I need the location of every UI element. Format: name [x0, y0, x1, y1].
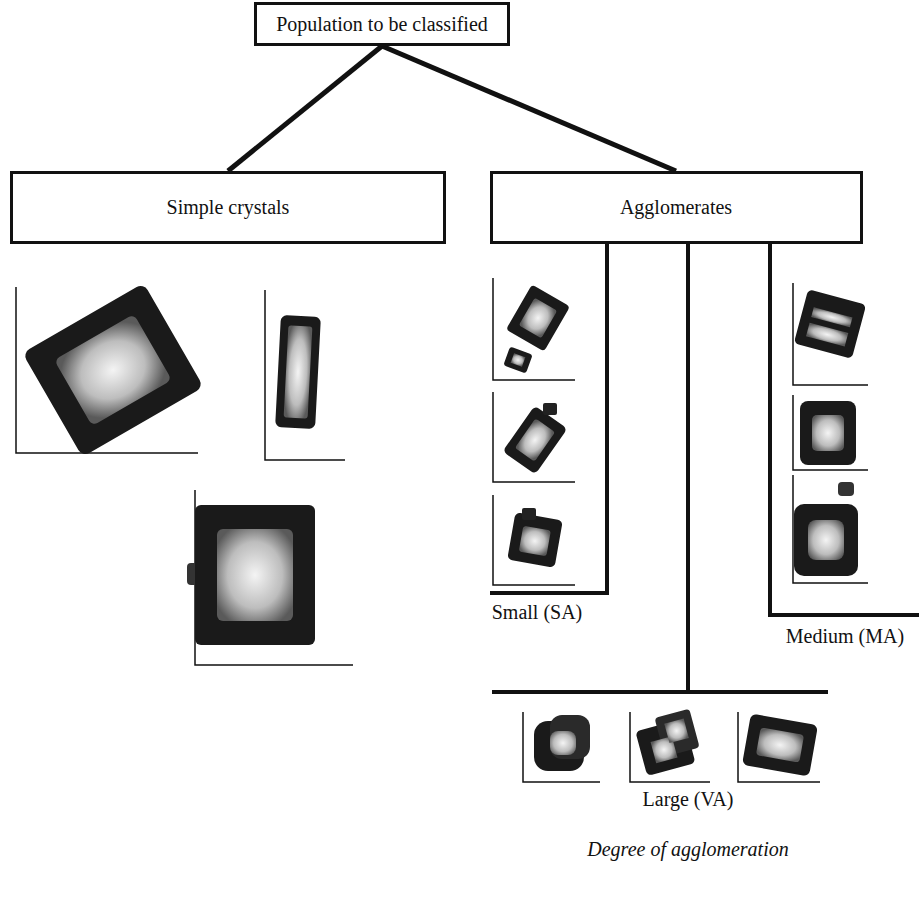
box-label: Agglomerates: [610, 196, 742, 219]
box-label: Population to be classified: [266, 13, 498, 36]
medium-agglomerates: [794, 289, 866, 576]
tree-lines: [490, 244, 919, 692]
category-box: Population to be classified: [254, 2, 510, 46]
large-agglomerates: [534, 709, 818, 777]
group-label: Small (SA): [489, 601, 586, 624]
small-agglomerates: [503, 284, 570, 567]
tree-connector: [382, 46, 676, 171]
category-box: Agglomerates: [490, 171, 863, 244]
group-label: Large (VA): [640, 788, 737, 811]
simple-crystals: [22, 283, 321, 645]
tree-connector: [228, 46, 382, 171]
image-frames: [16, 278, 868, 782]
group-label: Medium (MA): [783, 625, 907, 648]
axis-caption: Degree of agglomeration: [584, 838, 791, 861]
box-label: Simple crystals: [157, 196, 300, 219]
category-box: Simple crystals: [10, 171, 446, 244]
